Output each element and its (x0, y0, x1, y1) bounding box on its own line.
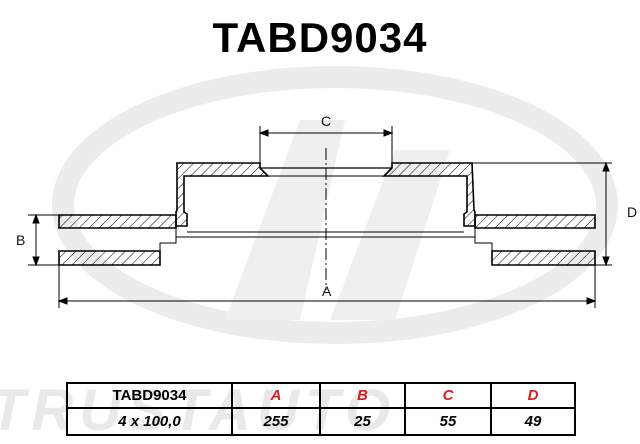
disc-inner-outline (159, 228, 493, 251)
dimension-c-label: C (321, 113, 331, 129)
dimension-c (258, 126, 394, 163)
specs-header-a: A (231, 382, 321, 409)
product-title: TABD9034 (212, 14, 428, 61)
specs-values-row: 4 x 100,0 255 25 55 49 (66, 407, 576, 436)
dimension-a (57, 265, 597, 308)
dimension-a-label: A (322, 283, 332, 299)
specs-model-cell: TABD9034 (66, 382, 233, 409)
specs-header-d: D (490, 382, 576, 409)
specs-value-d: 49 (490, 407, 576, 436)
specs-value-b: 25 (319, 407, 406, 436)
dimension-d-label: D (627, 204, 637, 220)
specs-header-b: B (319, 382, 406, 409)
specs-value-c: 55 (404, 407, 492, 436)
disc-inner-plate (58, 250, 596, 266)
specs-table: TABD9034 A B C D 4 x 100,0 255 25 55 49 (66, 382, 576, 436)
dimension-b (28, 213, 59, 267)
specs-bolt-pattern-cell: 4 x 100,0 (66, 407, 233, 436)
disc-outer-plate (58, 214, 596, 229)
specs-header-c: C (404, 382, 492, 409)
specs-header-row: TABD9034 A B C D (66, 382, 576, 409)
disc-hat-section (175, 162, 476, 227)
dimension-b-label: B (16, 232, 25, 248)
dimension-d (472, 161, 612, 267)
specs-value-a: 255 (231, 407, 321, 436)
